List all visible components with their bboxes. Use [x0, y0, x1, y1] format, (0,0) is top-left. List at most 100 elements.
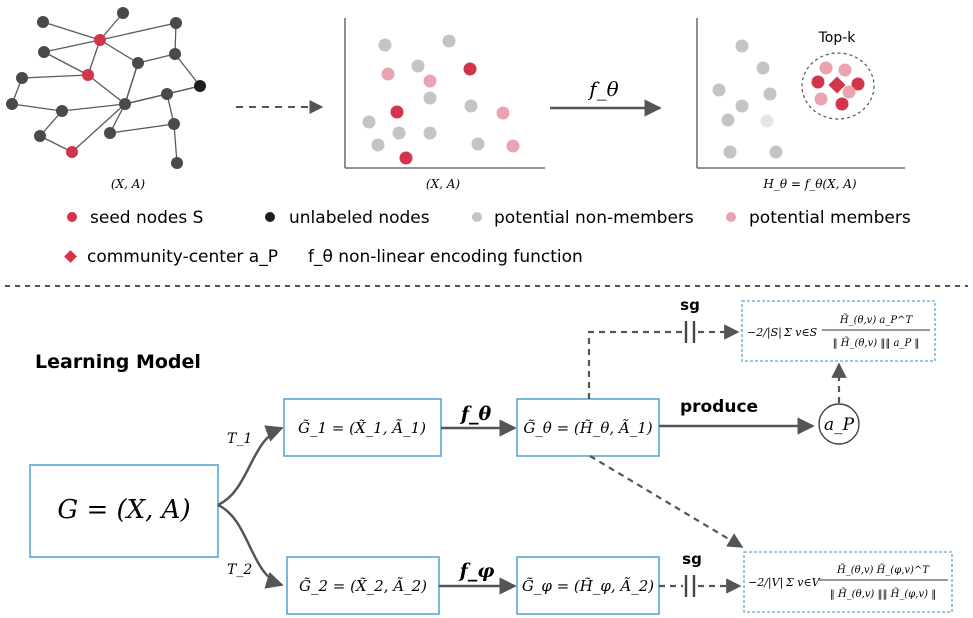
topk-ellipse — [801, 52, 875, 120]
non-member-point — [723, 145, 737, 159]
loss-bottom-den: ‖ H̃_(θ,v) ‖‖ H̃_(φ,v) ‖ — [830, 588, 936, 600]
member-point — [381, 67, 395, 81]
graph-node — [37, 16, 49, 28]
member-point — [423, 74, 437, 88]
graph-edge — [43, 51, 89, 76]
graph-edge — [42, 21, 101, 41]
graph-node — [6, 98, 18, 110]
unlabeled-node — [194, 80, 206, 92]
non-member-point — [411, 59, 425, 73]
f-phi-model-label: f_φ — [458, 560, 495, 582]
seed-point — [390, 105, 404, 119]
loss-bottom-num: H̃_(θ,v) H̃_(φ,v)^T — [836, 564, 930, 576]
f-theta-model-label: f_θ — [459, 403, 492, 425]
scatter-panel — [344, 18, 545, 169]
non-member-point — [423, 126, 437, 140]
loss-bottom-sum: Σ v∈V — [785, 576, 821, 589]
graph-edge — [99, 22, 177, 41]
loss-bottom-box — [743, 551, 953, 613]
sg-top-path — [587, 330, 682, 399]
topk-label: Top-k — [818, 30, 857, 46]
legend-seed-label: seed nodes S — [90, 208, 203, 228]
produce-label: produce — [680, 397, 758, 417]
graph-edge — [174, 53, 201, 87]
non-member-point — [760, 114, 774, 128]
member-point — [506, 139, 520, 153]
graph-edge — [173, 123, 178, 164]
sg-top-label: sg — [680, 296, 700, 314]
input-graph — [6, 7, 206, 169]
non-member-point — [362, 115, 376, 129]
graph-edge — [109, 123, 175, 134]
non-member-point — [464, 99, 478, 113]
f-theta-arrow-label: f_θ — [587, 77, 618, 101]
g1-box-label: G̃_1 = (X̃_1, Ã_1) — [298, 419, 426, 437]
non-member-point — [423, 91, 437, 105]
g-phi-box — [516, 556, 660, 615]
learning-model-title: Learning Model — [35, 351, 201, 373]
legend-encoder-label: f_θ non-linear encoding function — [308, 247, 583, 267]
ap-circle — [818, 403, 860, 445]
legend: seed nodes S unlabeled nodes potential n… — [64, 208, 911, 267]
sg-bottom-label: sg — [682, 550, 702, 568]
graph-node — [16, 72, 28, 84]
graph-node — [104, 127, 116, 139]
encoded-panel — [696, 18, 905, 169]
non-member-point — [721, 113, 735, 127]
member-point — [814, 92, 828, 106]
seed-point — [399, 151, 413, 165]
g2-box — [286, 556, 440, 615]
non-member-point — [371, 138, 385, 152]
graph-node — [171, 157, 183, 169]
non-member-point — [769, 145, 783, 159]
graph-node — [34, 130, 46, 142]
graph-node — [168, 118, 180, 130]
non-member-point — [392, 126, 406, 140]
graph-edge — [21, 74, 89, 79]
non-member-point — [712, 83, 726, 97]
graph-node — [38, 46, 50, 58]
graph-edge — [124, 62, 139, 105]
graph-node — [56, 105, 68, 117]
graph-caption: (X, A) — [111, 177, 146, 191]
graph-node — [170, 17, 182, 29]
graph-node — [161, 88, 173, 100]
g-theta-to-loss-arrow — [589, 455, 744, 548]
g-phi-box-label: G̃_φ = (H̃_φ, Ã_2) — [522, 577, 654, 595]
graph-node — [117, 7, 129, 19]
graph-edge — [43, 39, 101, 53]
loss-top-num: H̃_(θ,v) a_P^T — [839, 314, 914, 326]
seed-point — [463, 62, 477, 76]
graph-edge — [124, 93, 168, 105]
g-theta-box-label: G̃_θ = (H̃_θ, Ã_1) — [523, 419, 652, 437]
non-member-point — [735, 99, 749, 113]
legend-seed-swatch — [67, 212, 77, 222]
graph-node — [119, 98, 131, 110]
non-member-point — [442, 34, 456, 48]
ap-circle-label: a_P — [824, 415, 855, 435]
non-member-point — [756, 61, 770, 75]
encoded-points — [712, 39, 865, 159]
legend-member-swatch — [726, 212, 736, 222]
graph-edge — [137, 53, 176, 64]
tau1-curve — [217, 425, 284, 507]
legend-unlabeled-swatch — [265, 212, 275, 222]
non-member-point — [378, 38, 392, 52]
seed-point — [835, 97, 849, 111]
scatter-caption: (X, A) — [426, 177, 461, 191]
loss-bottom-coef: −2/|V| — [748, 576, 783, 590]
graph-edge — [61, 103, 126, 112]
g1-box — [283, 398, 442, 457]
legend-member-label: potential members — [749, 208, 911, 228]
member-point — [842, 85, 856, 99]
seed-point — [811, 75, 825, 89]
loss-top-den: ‖ H̃_(θ,v) ‖‖ a_P ‖ — [833, 337, 920, 349]
graph-edge — [11, 103, 63, 112]
loss-top-coef: −2/|S| — [747, 326, 782, 340]
community-center-marker — [828, 76, 846, 94]
g-theta-box — [516, 398, 660, 457]
legend-center-label: community-center a_P — [87, 247, 278, 267]
member-point — [819, 61, 833, 75]
seed-node — [94, 34, 106, 46]
